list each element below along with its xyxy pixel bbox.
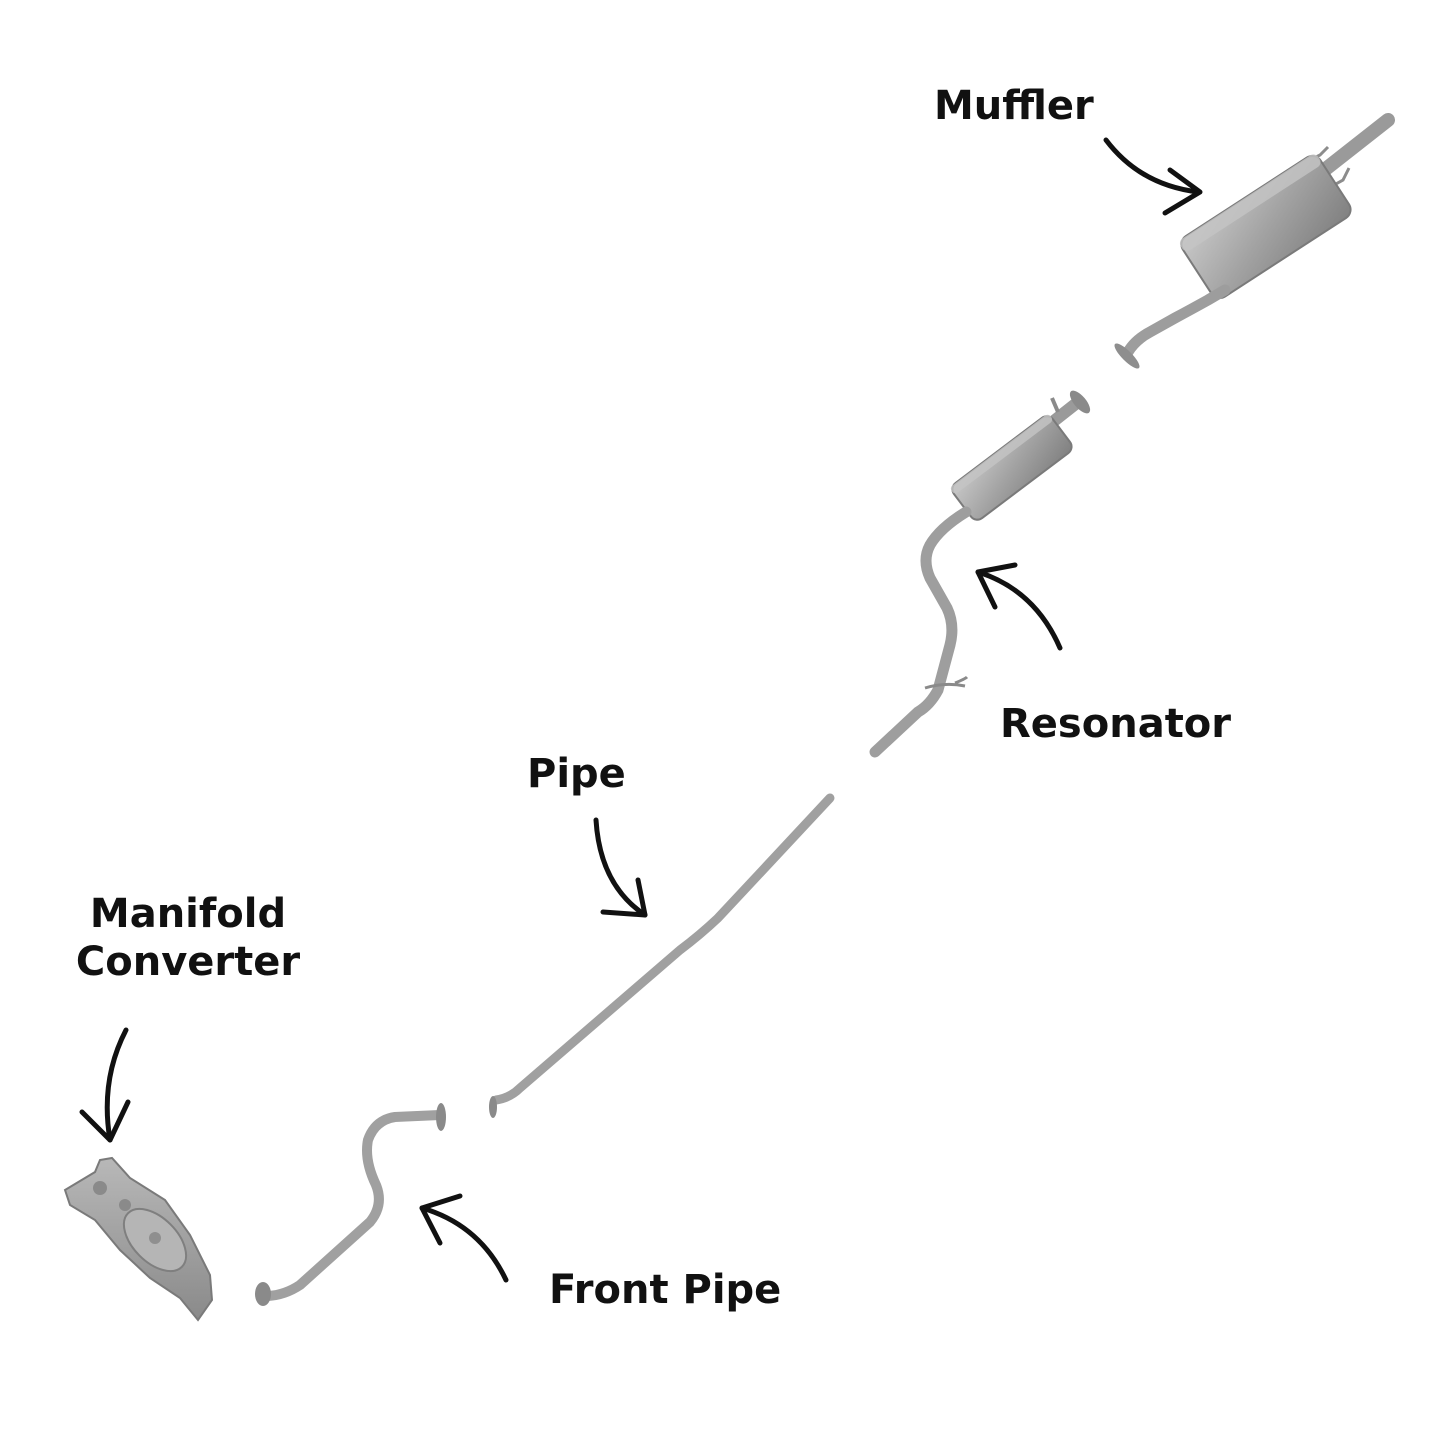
pipe-label: Pipe [527,751,626,797]
arrow-to-front-pipe [419,1193,509,1283]
front-pipe-part [255,1103,446,1306]
pipe-part [489,793,835,1118]
arrow-to-pipe [593,817,648,918]
resonator-label: Resonator [1000,701,1232,747]
manifold-converter-label: Manifold Converter [68,890,308,986]
arrow-to-muffler [1103,137,1203,216]
manifold-converter-part [63,1156,214,1322]
front-pipe-label: Front Pipe [549,1267,782,1313]
manifold-label-line2: Converter [75,939,301,985]
manifold-label-line1: Manifold [89,891,287,937]
arrow-to-resonator [975,562,1063,651]
arrow-to-manifold [79,1027,131,1143]
muffler-part [1114,113,1395,369]
resonator-part [869,390,1091,758]
muffler-label: Muffler [934,83,1094,129]
